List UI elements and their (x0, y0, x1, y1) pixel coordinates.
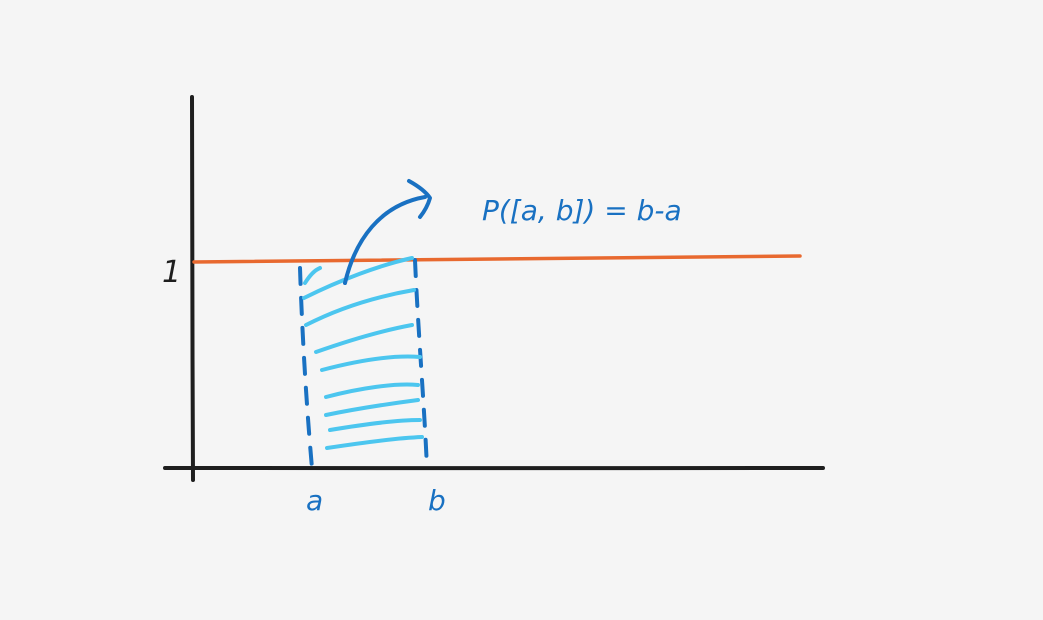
bound-b-dashed-line (413, 258, 429, 470)
arrow-head (407, 179, 432, 219)
hatch-stroke (303, 266, 322, 285)
x-label-b: b (428, 484, 446, 517)
hatch-stroke (320, 354, 422, 372)
bound-a-dashed-line (298, 266, 314, 470)
hatch-stroke (314, 323, 414, 354)
y-axis (190, 95, 195, 482)
x-label-a: a (306, 484, 323, 517)
probability-annotation: P([a, b]) = b-a (482, 194, 682, 227)
arrow-shaft (343, 195, 427, 285)
y-tick-label-1: 1 (162, 255, 181, 290)
hatch-stroke (304, 288, 416, 327)
hatch-stroke (324, 398, 420, 417)
interval-bounds (298, 258, 429, 470)
hatch-stroke (325, 435, 424, 450)
pointer-arrow (343, 179, 432, 285)
hatch-stroke (328, 418, 422, 432)
density-line (192, 254, 802, 264)
axes (163, 95, 825, 482)
hatch-stroke (324, 382, 420, 399)
hatch-stroke (302, 256, 414, 300)
probability-hatch (302, 256, 424, 450)
